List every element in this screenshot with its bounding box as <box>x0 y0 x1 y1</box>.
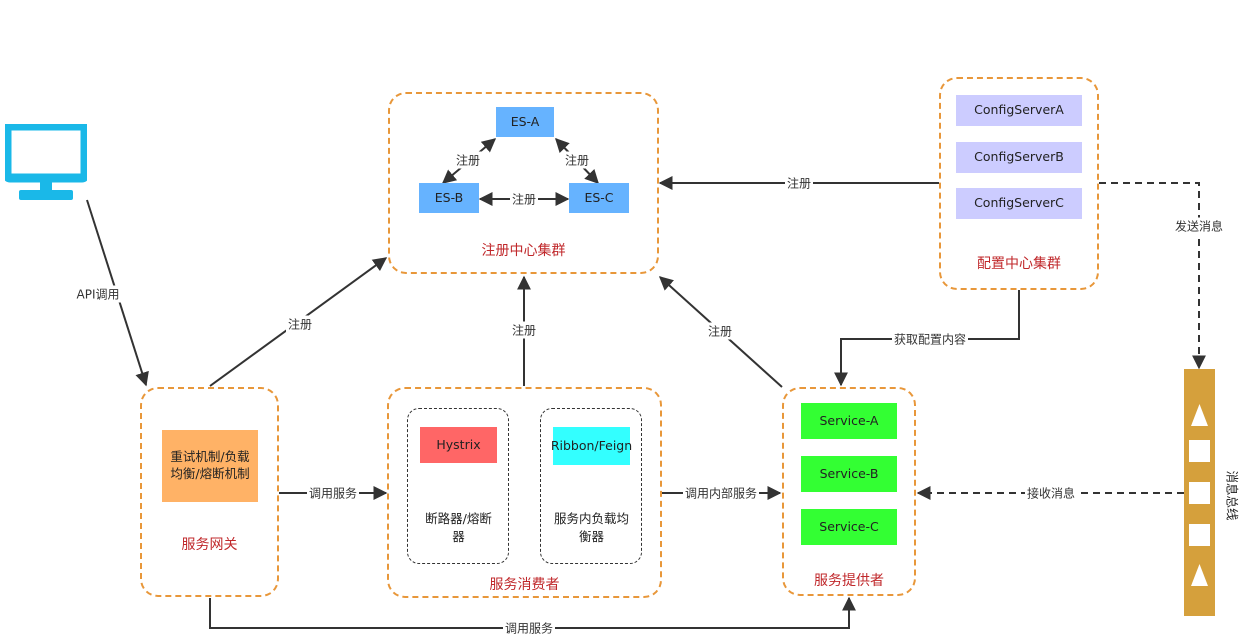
hystrix-node[interactable]: Hystrix <box>420 427 497 463</box>
ribbon-feign-node[interactable]: Ribbon/Feign <box>551 427 632 465</box>
edge-label-gateway-register: 注册 <box>285 315 315 333</box>
config-server-c[interactable]: ConfigServerC <box>956 188 1082 219</box>
edge-label-config-register: 注册 <box>784 174 814 192</box>
edge-label-get-config: 获取配置内容 <box>891 330 969 348</box>
provider-title: 服务提供者 <box>814 573 884 589</box>
edge-label-esb-esc: 注册 <box>509 190 539 208</box>
bus-slot <box>1189 440 1210 462</box>
gateway-cluster <box>140 387 279 597</box>
bus-up-arrow-icon <box>1191 564 1208 586</box>
edge-label-send-message: 发送消息 <box>1172 217 1226 235</box>
edge-label-call-internal: 调用内部服务 <box>682 484 760 502</box>
bus-slot <box>1189 482 1210 504</box>
edge-label-receive-message: 接收消息 <box>1024 484 1078 502</box>
es-a-node[interactable]: ES-A <box>496 107 554 137</box>
edge-label-api-call: API调用 <box>74 285 122 303</box>
service-a-node[interactable]: Service-A <box>801 403 897 439</box>
registry-cluster <box>388 92 659 274</box>
provider-cluster <box>782 387 916 596</box>
config-server-b[interactable]: ConfigServerB <box>956 142 1082 173</box>
edge-label-call-service-bottom: 调用服务 <box>502 619 556 637</box>
es-b-node[interactable]: ES-B <box>419 183 479 213</box>
config-cluster <box>939 77 1099 290</box>
edge-label-consumer-register: 注册 <box>509 321 539 339</box>
hystrix-description: 断路器/熔断器 <box>425 511 492 545</box>
config-server-a[interactable]: ConfigServerA <box>956 95 1082 126</box>
monitor-icon <box>5 124 87 200</box>
es-c-node[interactable]: ES-C <box>569 183 629 213</box>
bus-label: 消息总线 <box>1224 470 1240 521</box>
edge-label-provider-register: 注册 <box>705 322 735 340</box>
ribbon-description: 服务内负载均衡器 <box>553 511 629 545</box>
config-title: 配置中心集群 <box>977 256 1061 272</box>
consumer-cluster <box>387 387 662 598</box>
hystrix-group <box>407 408 509 564</box>
ribbon-group <box>540 408 642 564</box>
consumer-title: 服务消费者 <box>489 577 560 593</box>
edge-send-message <box>1099 182 1206 370</box>
service-b-node[interactable]: Service-B <box>801 456 897 492</box>
edge-label-esa-esc: 注册 <box>562 151 592 169</box>
bus-up-arrow-icon <box>1191 404 1208 426</box>
registry-title: 注册中心集群 <box>481 243 566 259</box>
edge-label-call-service: 调用服务 <box>306 484 360 502</box>
bus-slot <box>1189 524 1210 546</box>
service-c-node[interactable]: Service-C <box>801 509 897 545</box>
gateway-mechanism-box[interactable]: 重试机制/负载均衡/熔断机制 <box>162 430 258 502</box>
gateway-title: 服务网关 <box>181 537 238 553</box>
edge-label-esa-esb: 注册 <box>453 151 483 169</box>
